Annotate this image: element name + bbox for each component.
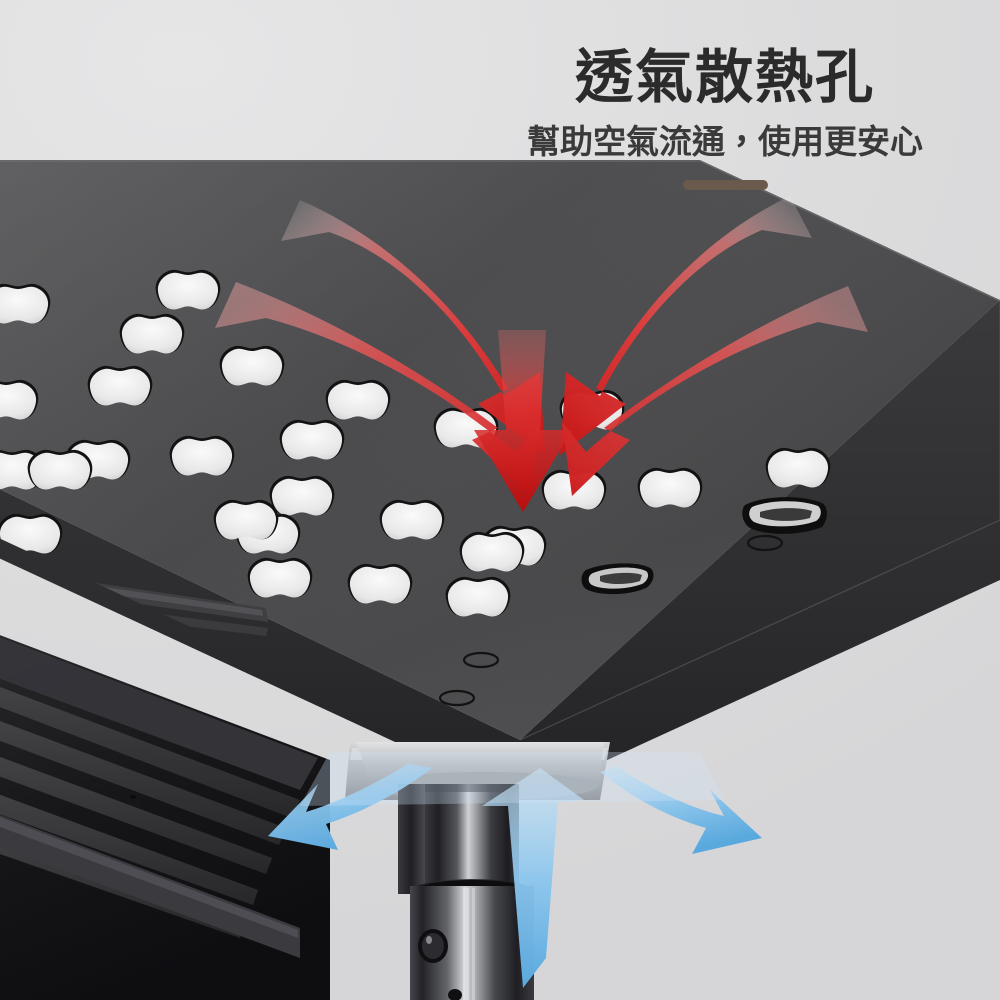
cable-and-screw-holes — [438, 497, 827, 707]
hot-air-arrow-right-upper — [560, 196, 812, 455]
screw-hole — [438, 689, 476, 707]
cool-air-arrow-left — [268, 764, 432, 850]
hot-air-arrow-center-down — [474, 330, 572, 512]
cool-air-arrow-right — [600, 766, 762, 854]
screw-hole — [462, 651, 500, 669]
cable-slot — [742, 497, 827, 534]
shelf-screw — [130, 795, 136, 799]
page-title: 透氣散熱孔 — [574, 45, 875, 110]
cool-air-arrow-center — [482, 768, 584, 988]
page-subtitle: 幫助空氣流通，使用更安心 — [527, 122, 923, 160]
decorative-divider — [682, 180, 768, 191]
screw-hole — [746, 534, 784, 552]
pole-lower-screw — [448, 989, 462, 1000]
hot-air-arrow-right-lower — [562, 286, 868, 496]
feature-text-block: 透氣散熱孔 幫助空氣流通，使用更安心 — [465, 45, 985, 191]
pole-height-button[interactable] — [418, 929, 448, 963]
hot-air-arrow-left-lower — [215, 282, 541, 496]
lower-shelf — [0, 635, 330, 1000]
hot-air-callout — [215, 196, 868, 512]
cool-air-callout — [268, 752, 762, 988]
cable-slot — [581, 563, 654, 595]
